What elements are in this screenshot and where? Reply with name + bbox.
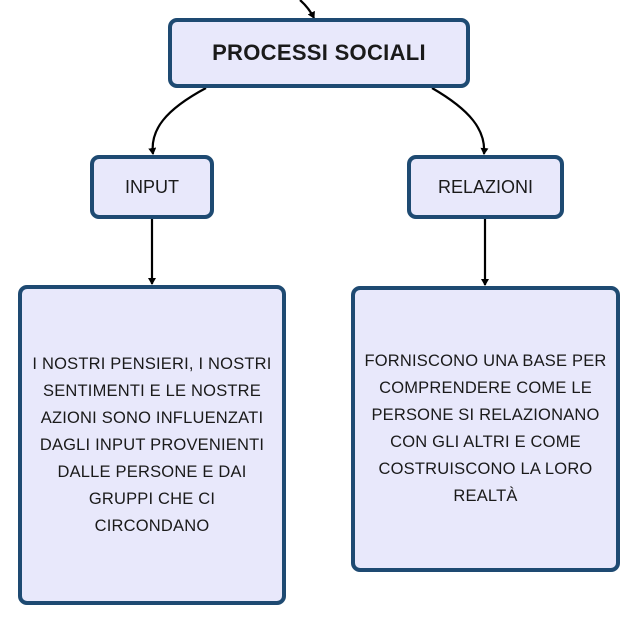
input-label: INPUT <box>125 176 179 197</box>
relazioni-description-node: FORNISCONO UNA BASE PER COMPRENDERE COME… <box>351 286 620 572</box>
input-node: INPUT <box>90 155 214 219</box>
input-description-node: I NOSTRI PENSIERI, I NOSTRI SENTIMENTI E… <box>18 285 286 605</box>
title-label: PROCESSI SOCIALI <box>212 40 426 65</box>
input-description-text: I NOSTRI PENSIERI, I NOSTRI SENTIMENTI E… <box>32 354 272 535</box>
connector-title-to-relazioni <box>431 87 489 155</box>
title-node: PROCESSI SOCIALI <box>168 18 470 88</box>
relazioni-description-text: FORNISCONO UNA BASE PER COMPRENDERE COME… <box>364 352 607 505</box>
relazioni-label: RELAZIONI <box>437 176 534 197</box>
connector-title-to-input <box>148 87 207 155</box>
incoming-arrow <box>299 0 315 19</box>
relazioni-node: RELAZIONI <box>407 155 564 219</box>
